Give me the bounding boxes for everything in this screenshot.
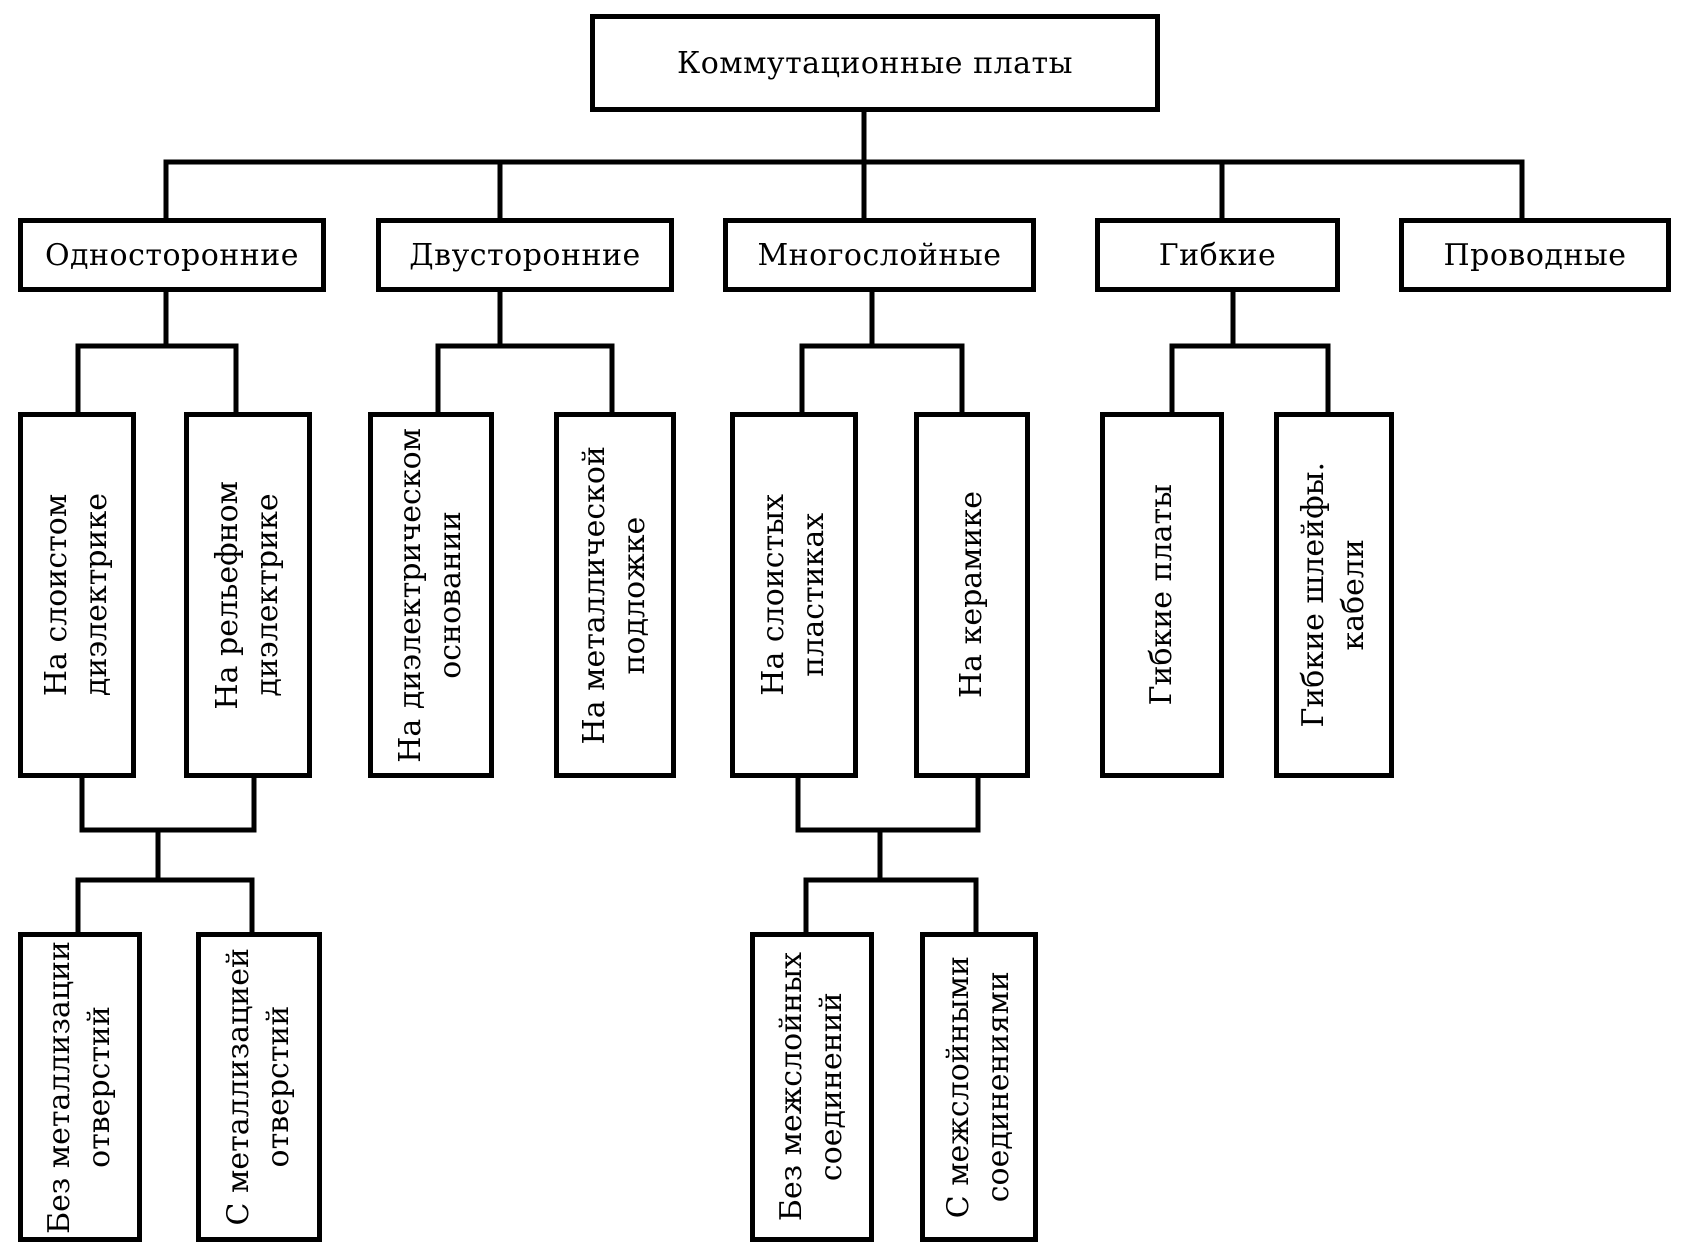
node-without-interlayer-connections-label: Без межслойных соединений xyxy=(774,952,849,1222)
node-layered-dielectric-label: На слоистом диэлектрике xyxy=(39,493,114,697)
node-without-hole-metallization: Без металлизации отверстий xyxy=(18,932,142,1242)
node-relief-dielectric: На рельефном диэлектрике xyxy=(184,412,312,778)
node-with-hole-metallization-label: С металлизацией отверстий xyxy=(221,948,296,1226)
node-flexible-cables: Гибкие шлейфы. кабели xyxy=(1274,412,1394,778)
node-without-interlayer-connections: Без межслойных соединений xyxy=(750,932,874,1242)
node-relief-dielectric-label: На рельефном диэлектрике xyxy=(210,480,285,710)
node-dielectric-base: На диэлектрическом основании xyxy=(368,412,494,778)
node-metal-substrate-label: На металлической подложке xyxy=(577,445,652,745)
node-with-hole-metallization: С металлизацией отверстий xyxy=(196,932,322,1242)
category-multilayer-label: Многослойные xyxy=(757,237,1002,273)
category-double-sided: Двусторонние xyxy=(376,218,674,292)
node-ceramics: На керамике xyxy=(914,412,1030,778)
category-single-sided-label: Односторонние xyxy=(44,237,300,273)
node-ceramics-label: На керамике xyxy=(954,491,989,699)
root-label: Коммутационные платы xyxy=(676,45,1073,81)
node-metal-substrate: На металлической подложке xyxy=(554,412,676,778)
node-dielectric-base-label: На диэлектрическом основании xyxy=(393,427,468,763)
node-without-hole-metallization-label: Без металлизации отверстий xyxy=(42,940,117,1234)
node-layered-plastics: На слоистых пластиках xyxy=(730,412,858,778)
node-flexible-boards-label: Гибкие платы xyxy=(1144,484,1179,706)
category-double-sided-label: Двусторонние xyxy=(409,237,641,273)
node-flexible-boards: Гибкие платы xyxy=(1100,412,1224,778)
node-layered-dielectric: На слоистом диэлектрике xyxy=(18,412,136,778)
node-layered-plastics-label: На слоистых пластиках xyxy=(756,494,831,696)
node-flexible-cables-label: Гибкие шлейфы. кабели xyxy=(1296,462,1371,728)
root-node: Коммутационные платы xyxy=(590,14,1160,112)
node-with-interlayer-connections: С межслойными соединениями xyxy=(920,932,1038,1242)
category-single-sided: Односторонние xyxy=(18,218,326,292)
category-multilayer: Многослойные xyxy=(723,218,1036,292)
category-wired: Проводные xyxy=(1399,218,1671,292)
node-with-interlayer-connections-label: С межслойными соединениями xyxy=(941,955,1016,1219)
category-flexible: Гибкие xyxy=(1095,218,1340,292)
category-flexible-label: Гибкие xyxy=(1158,237,1277,273)
category-wired-label: Проводные xyxy=(1443,237,1627,273)
